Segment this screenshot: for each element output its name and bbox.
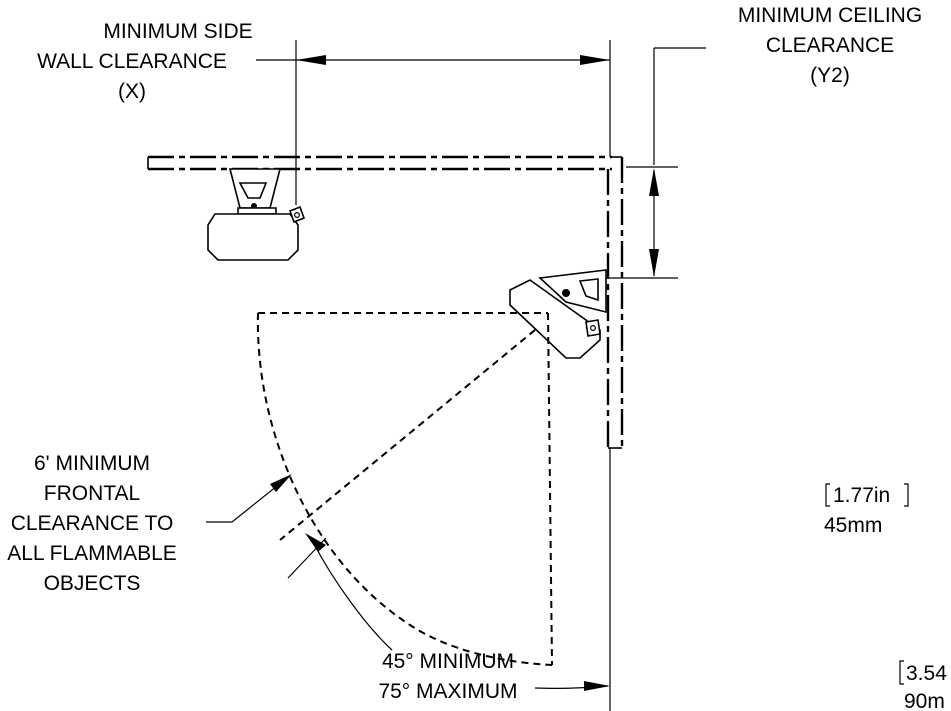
heat-coverage-area bbox=[256, 312, 553, 666]
small-dimension-mm: 45mm bbox=[824, 514, 882, 537]
side-wall-clearance-label: MINIMUM SIDE WALL CLEARANCE (X) bbox=[37, 20, 253, 103]
frontal-label-line-1: 6' MINIMUM bbox=[34, 452, 150, 475]
angle-leader bbox=[287, 448, 611, 711]
frontal-clearance-leader bbox=[206, 474, 292, 523]
ceiling-mounted-heater bbox=[207, 168, 306, 261]
side-wall-label-line-1: MINIMUM SIDE bbox=[103, 20, 252, 43]
ceiling-label-line-3: (Y2) bbox=[810, 64, 850, 87]
side-wall bbox=[606, 157, 624, 449]
angle-label-min: 45° MINIMUM bbox=[382, 650, 514, 673]
large-dimension-callout: 3.54 90m bbox=[899, 660, 947, 711]
large-dimension-mm: 90m bbox=[904, 690, 945, 711]
ceiling-clearance-label: MINIMUM CEILING CLEARANCE (Y2) bbox=[738, 4, 922, 87]
wall-mounted-heater bbox=[509, 269, 607, 359]
side-wall-label-line-2: WALL CLEARANCE bbox=[37, 50, 227, 73]
frontal-clearance-label: 6' MINIMUM FRONTAL CLEARANCE TO ALL FLAM… bbox=[7, 452, 177, 595]
small-dimension-inches: 1.77in bbox=[833, 484, 890, 507]
ceiling-label-line-2: CLEARANCE bbox=[766, 34, 894, 57]
side-wall-clearance-dimension bbox=[256, 40, 611, 205]
large-dimension-inches: 3.54 bbox=[906, 662, 947, 685]
frontal-label-line-4: ALL FLAMMABLE bbox=[7, 542, 177, 565]
frontal-label-line-2: FRONTAL bbox=[44, 482, 140, 505]
frontal-label-line-3: CLEARANCE TO bbox=[11, 512, 174, 535]
side-wall-label-line-3: (X) bbox=[118, 80, 146, 103]
ceiling-label-line-1: MINIMUM CEILING bbox=[738, 4, 922, 27]
angle-label-max: 75° MAXIMUM bbox=[378, 680, 517, 703]
small-dimension-callout: 1.77in 45mm bbox=[824, 483, 909, 537]
frontal-label-line-5: OBJECTS bbox=[44, 572, 141, 595]
angle-label: 45° MINIMUM 75° MAXIMUM bbox=[378, 650, 517, 703]
ceiling-wall bbox=[147, 155, 622, 171]
